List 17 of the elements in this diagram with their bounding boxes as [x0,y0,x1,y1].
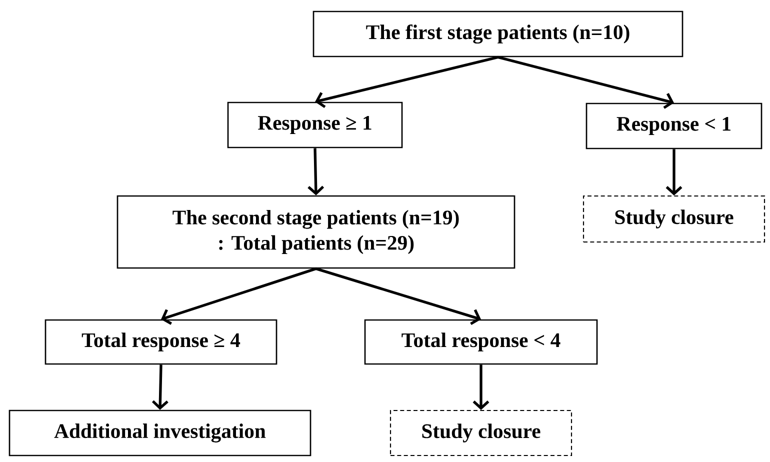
process-box: Total response < 4 [364,319,598,365]
process-box: Response ≥ 1 [227,102,403,148]
process-box: Total response ≥ 4 [44,319,278,365]
arrow [161,267,316,325]
terminal-box: Study closure [582,195,766,243]
process-box: Response < 1 [586,102,762,150]
arrow [308,148,324,196]
arrow [315,56,498,108]
arrow [498,56,674,109]
arrow [152,364,168,410]
process-box: Additional investigation [8,410,312,456]
process-box: The first stage patients (n=10) [312,10,684,58]
process-box: The second stage patients (n=19) : Total patients (n=29) [116,195,516,269]
terminal-box: Study closure [390,410,572,456]
arrow [666,149,682,196]
arrow [316,267,481,325]
arrow [472,364,490,410]
